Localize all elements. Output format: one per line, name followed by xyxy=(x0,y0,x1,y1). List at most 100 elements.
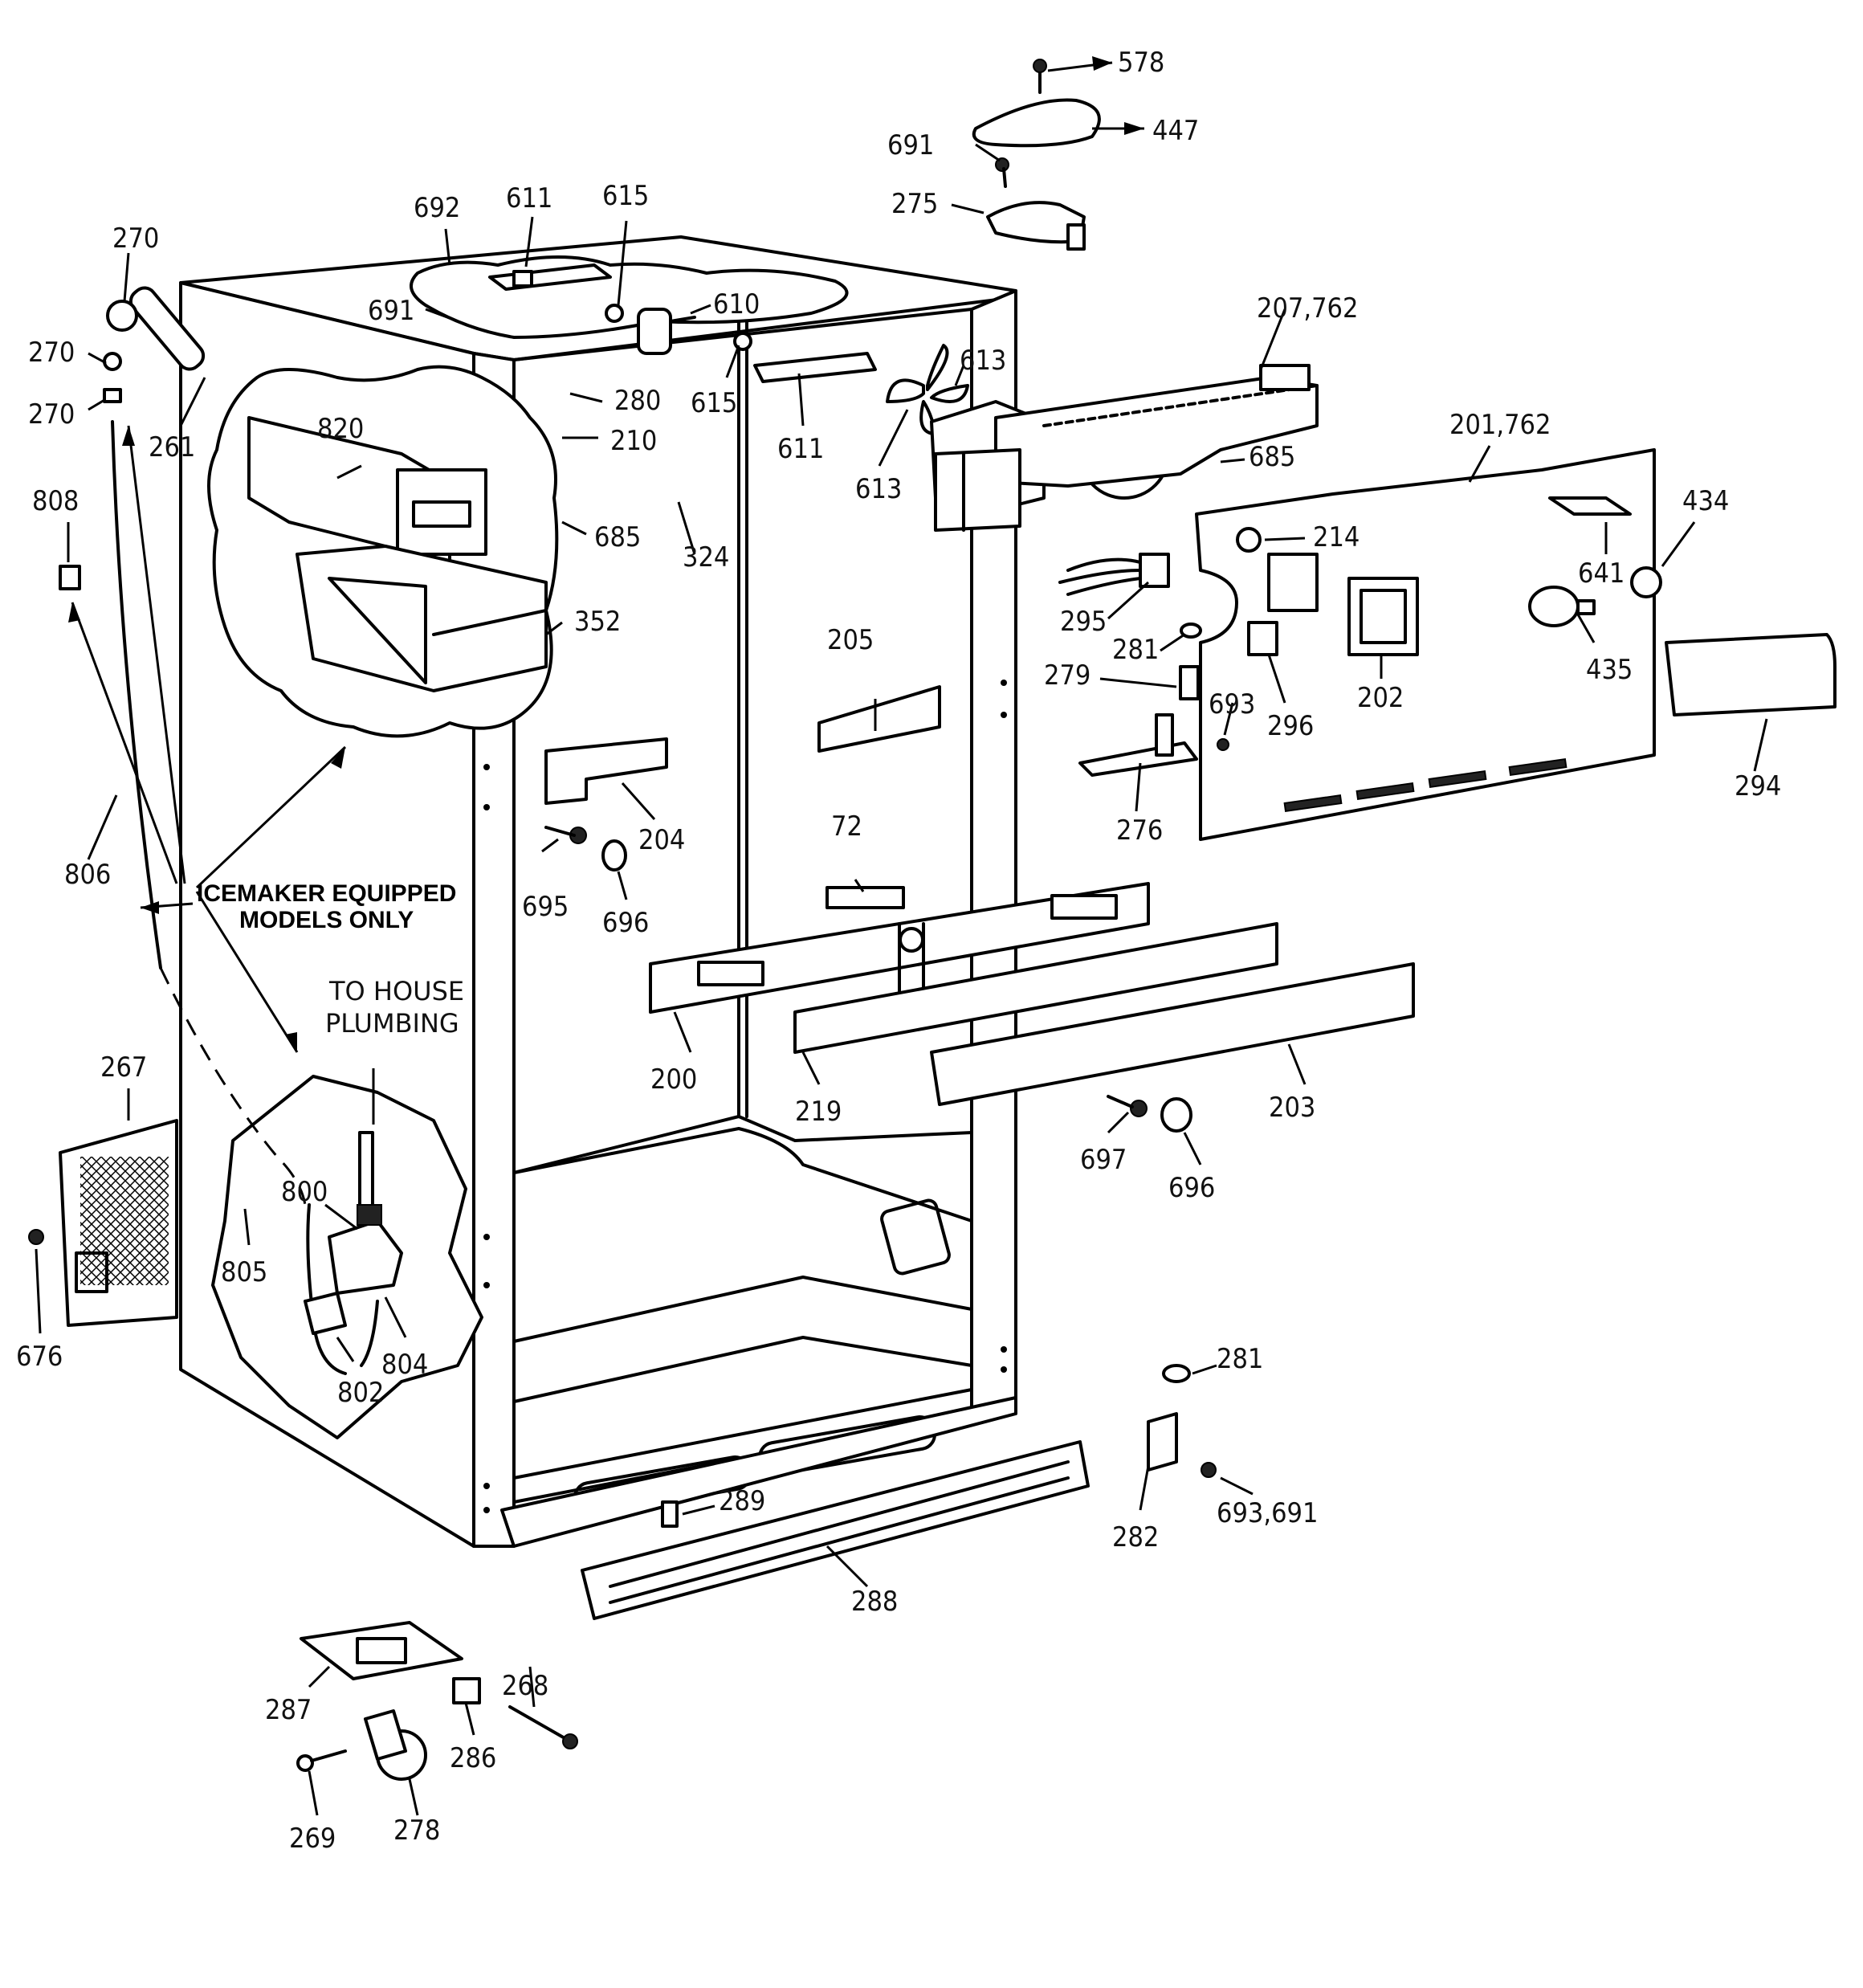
roller-278 xyxy=(364,1709,427,1781)
plumbing-note-line1: TO HOUSE xyxy=(328,976,464,1006)
label-447: 447 xyxy=(1152,115,1199,147)
label-280: 280 xyxy=(614,385,661,417)
icemaker-note-line1: ICEMAKER EQUIPPED xyxy=(197,880,456,907)
label-201-762: 201,762 xyxy=(1449,409,1551,441)
label-352: 352 xyxy=(574,606,621,638)
label-281-upper: 281 xyxy=(1112,634,1159,666)
bracket-611-mid xyxy=(753,352,877,383)
control-panel xyxy=(1195,448,1656,841)
label-324: 324 xyxy=(683,541,729,574)
label-685-right: 685 xyxy=(1249,441,1295,473)
water-tube-806 xyxy=(111,420,162,970)
label-800: 800 xyxy=(281,1176,328,1208)
label-676: 676 xyxy=(16,1341,63,1373)
label-693-691: 693,691 xyxy=(1217,1497,1318,1529)
light-bulb-435 xyxy=(1528,586,1596,627)
plug-696-lower xyxy=(1160,1097,1192,1133)
screw-695 xyxy=(544,826,587,844)
label-296: 296 xyxy=(1267,710,1314,742)
screw-268 xyxy=(508,1705,578,1749)
label-289: 289 xyxy=(719,1485,765,1517)
mullion-200 xyxy=(649,882,1150,1014)
washer-281 xyxy=(1162,1364,1191,1383)
label-685-left: 685 xyxy=(594,521,641,553)
label-691-top: 691 xyxy=(887,129,934,161)
label-278: 278 xyxy=(393,1815,440,1847)
label-282: 282 xyxy=(1112,1521,1159,1553)
label-697: 697 xyxy=(1080,1144,1127,1176)
label-261: 261 xyxy=(149,431,195,463)
thermostat-parts xyxy=(1078,621,1278,777)
label-270-top: 270 xyxy=(112,222,159,255)
label-200: 200 xyxy=(650,1063,697,1096)
label-295: 295 xyxy=(1060,606,1107,638)
label-203: 203 xyxy=(1269,1092,1315,1124)
label-696-lower: 696 xyxy=(1168,1172,1215,1204)
label-692: 692 xyxy=(414,192,460,224)
label-267: 267 xyxy=(100,1051,147,1084)
label-578: 578 xyxy=(1118,47,1164,79)
label-434: 434 xyxy=(1682,485,1729,517)
plug-696-upper xyxy=(601,839,627,872)
label-205: 205 xyxy=(827,624,874,656)
bracket-286 xyxy=(452,1677,481,1704)
panel-slots xyxy=(1283,758,1567,812)
water-valve xyxy=(304,1131,403,1375)
label-613-top: 613 xyxy=(960,345,1006,377)
light-socket-434 xyxy=(1630,566,1662,598)
label-691-mid: 691 xyxy=(368,295,414,327)
label-207-762: 207,762 xyxy=(1257,292,1358,325)
label-286: 286 xyxy=(450,1742,496,1774)
label-268: 268 xyxy=(502,1670,548,1702)
label-276: 276 xyxy=(1116,814,1163,847)
label-804: 804 xyxy=(381,1349,428,1381)
label-219: 219 xyxy=(795,1096,842,1128)
hinge-cover xyxy=(972,98,1101,148)
label-72: 72 xyxy=(831,810,862,843)
screw-697 xyxy=(1107,1095,1148,1117)
label-641: 641 xyxy=(1578,557,1625,590)
label-270-mid: 270 xyxy=(28,337,75,369)
icemaker-cutaway-cloud xyxy=(207,365,559,738)
toe-grille-288 xyxy=(581,1440,1090,1620)
label-802: 802 xyxy=(337,1377,384,1409)
rail-203 xyxy=(930,962,1415,1106)
label-214: 214 xyxy=(1313,521,1360,553)
icemaker-note-line2: MODELS ONLY xyxy=(239,907,414,933)
stile-screw-holes xyxy=(483,680,1007,1513)
wire-harness-295 xyxy=(1058,553,1170,596)
bracket-204 xyxy=(544,737,668,805)
label-288: 288 xyxy=(851,1586,898,1618)
bottom-hinge-282 xyxy=(1147,1412,1178,1472)
label-820: 820 xyxy=(317,413,364,445)
access-cover-267 xyxy=(59,1119,178,1327)
label-805: 805 xyxy=(221,1256,267,1288)
bolt-269 xyxy=(296,1749,347,1772)
plumbing-note-line2: PLUMBING xyxy=(325,1008,459,1039)
screw-676 xyxy=(28,1229,44,1245)
label-613-low: 613 xyxy=(855,473,902,505)
label-806: 806 xyxy=(64,859,111,891)
label-693: 693 xyxy=(1209,688,1255,720)
label-287: 287 xyxy=(265,1694,312,1726)
clip-808 xyxy=(59,565,81,590)
label-610: 610 xyxy=(713,288,760,320)
block-72 xyxy=(826,886,905,909)
label-294: 294 xyxy=(1735,770,1781,802)
part-labels: 578 447 691 275 692 611 615 610 270 270 … xyxy=(16,47,1781,1855)
label-204: 204 xyxy=(638,824,685,856)
leader-lines xyxy=(35,61,1768,1816)
arrowheads xyxy=(68,56,1144,1052)
label-611-mid: 611 xyxy=(777,433,824,465)
bracket-205 xyxy=(817,685,941,753)
water-tube-261 xyxy=(103,286,206,403)
label-615-mid: 615 xyxy=(691,387,737,419)
label-279: 279 xyxy=(1044,659,1090,692)
bracket-611-top xyxy=(488,263,612,291)
tube-routing-dashed xyxy=(159,967,307,1206)
label-611-top: 611 xyxy=(506,182,552,214)
light-shield-294 xyxy=(1665,633,1837,716)
label-696-upper: 696 xyxy=(602,907,649,939)
fan-shroud-207 xyxy=(930,364,1319,532)
